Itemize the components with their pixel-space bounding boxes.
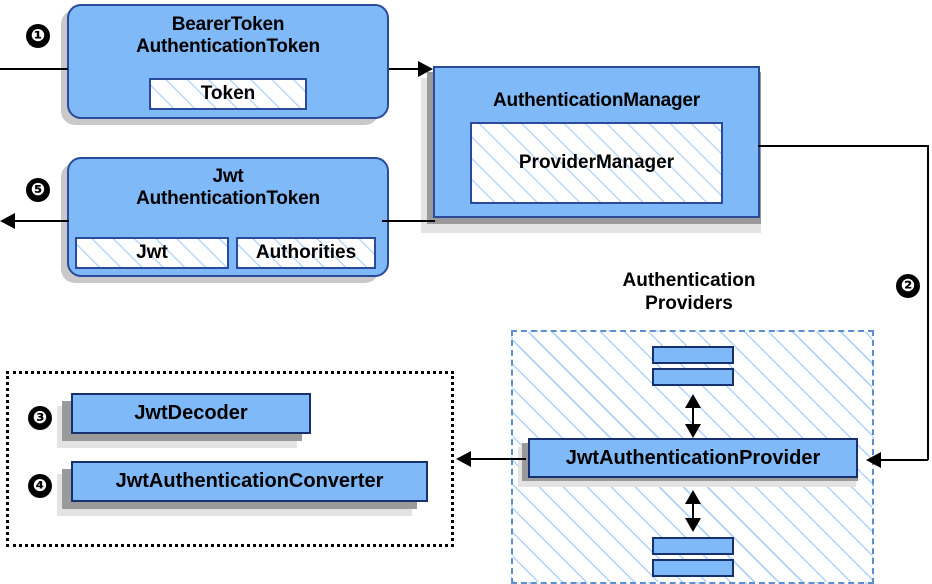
jwt-token-title-line1: Jwt	[212, 166, 244, 187]
jwt-converter-label: JwtAuthenticationConverter	[115, 470, 384, 492]
bearer-token-slot-token[interactable]: Token	[149, 78, 307, 110]
providers-region-label-line1: Authentication	[622, 270, 756, 291]
connector-into-provider-horizontal	[880, 459, 928, 461]
connector-bearer-to-manager-line	[389, 68, 421, 70]
step-badge-5: ❺	[26, 178, 50, 202]
connector-response-out-line	[14, 220, 69, 222]
bearer-token-title-line1: BearerToken	[171, 14, 285, 35]
connector-provider-to-support-arrowhead	[456, 451, 471, 467]
provider-peer-bar-bottom-1	[652, 537, 734, 555]
jwt-token-slot-authorities-label: Authorities	[255, 242, 357, 263]
provider-peer-arrow-bottom-up	[685, 490, 701, 504]
connector-bearer-to-manager-arrowhead	[418, 61, 433, 77]
step-badge-3: ❸	[28, 406, 52, 430]
provider-peer-arrow-top-down	[685, 424, 701, 438]
support-region	[6, 371, 454, 547]
connector-manager-out-vertical	[927, 145, 929, 460]
jwt-token-slot-jwt[interactable]: Jwt	[75, 237, 229, 269]
step-badge-1: ❶	[26, 24, 50, 48]
jwt-provider-box[interactable]: JwtAuthenticationProvider	[528, 438, 858, 478]
step-badge-2: ❷	[896, 274, 920, 298]
providers-region-label-line2: Providers	[645, 293, 733, 314]
jwt-token-slot-authorities[interactable]: Authorities	[236, 237, 376, 269]
provider-peer-arrow-top-up	[685, 394, 701, 408]
provider-peer-bar-top-2	[652, 368, 734, 386]
jwt-provider-label: JwtAuthenticationProvider	[565, 446, 821, 469]
provider-peer-arrow-bottom-shaft	[692, 496, 694, 521]
connector-manager-to-jwt-token	[382, 220, 435, 222]
jwt-decoder-box[interactable]: JwtDecoder	[71, 393, 311, 434]
jwt-token-slot-jwt-label: Jwt	[136, 242, 168, 263]
bearer-token-title-line2: AuthenticationToken	[136, 36, 320, 57]
connector-manager-out-horizontal	[758, 145, 928, 147]
step-badge-4: ❹	[28, 474, 52, 498]
provider-peer-bar-bottom-2	[652, 559, 734, 577]
auth-manager-slot-provider-manager-label: ProviderManager	[518, 152, 675, 173]
provider-peer-arrow-top-shaft	[692, 400, 694, 428]
provider-peer-arrow-bottom-down	[685, 518, 701, 532]
auth-manager-title: AuthenticationManager	[493, 90, 700, 111]
provider-peer-bar-top-1	[652, 346, 734, 364]
jwt-converter-box[interactable]: JwtAuthenticationConverter	[71, 461, 428, 502]
auth-manager-slot-provider-manager[interactable]: ProviderManager	[470, 122, 723, 204]
connector-provider-to-support-line	[470, 458, 526, 460]
bearer-token-card[interactable]: BearerToken AuthenticationToken	[67, 4, 389, 119]
bearer-token-slot-token-label: Token	[200, 83, 256, 104]
jwt-token-title-line2: AuthenticationToken	[136, 188, 320, 209]
jwt-decoder-label: JwtDecoder	[134, 402, 248, 424]
connector-response-out-arrowhead	[0, 213, 15, 229]
connector-into-provider-arrowhead	[866, 452, 881, 468]
connector-request-in	[0, 68, 68, 70]
